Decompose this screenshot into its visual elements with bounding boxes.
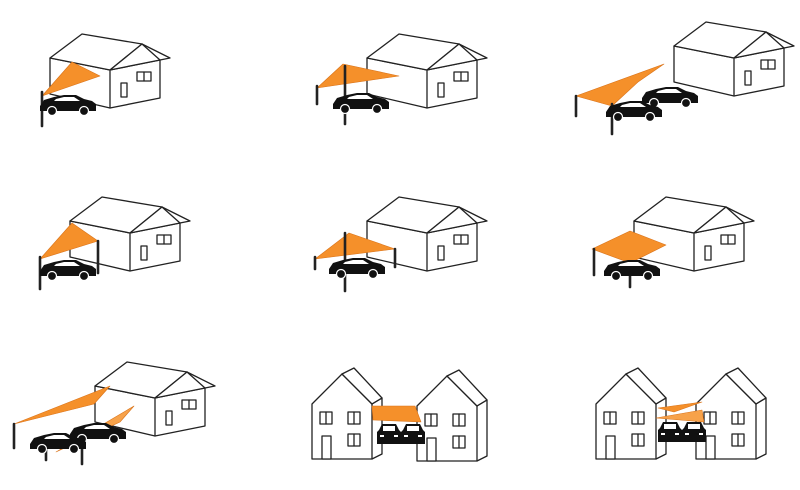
panel-2 xyxy=(267,0,533,163)
car xyxy=(377,424,401,444)
shade-sail xyxy=(316,63,400,89)
car xyxy=(658,422,682,442)
house xyxy=(633,196,755,272)
house-left xyxy=(311,367,383,460)
house-left xyxy=(595,367,667,460)
shade-sail xyxy=(371,405,422,423)
shade-sail xyxy=(41,61,101,97)
panel-3-illustration xyxy=(574,21,795,136)
panel-1-illustration xyxy=(39,33,171,128)
shade-sail-bottom xyxy=(655,409,705,423)
shade-sail xyxy=(39,222,99,260)
house xyxy=(366,196,488,272)
panel-5 xyxy=(267,163,533,326)
shade-sail xyxy=(591,230,667,264)
car xyxy=(641,86,699,109)
panel-3 xyxy=(534,0,800,163)
panel-9-illustration xyxy=(595,367,767,460)
house-right xyxy=(416,369,488,462)
panel-4-illustration xyxy=(38,196,191,291)
panel-6 xyxy=(534,163,800,326)
shade-sail-left xyxy=(13,385,111,425)
panel-7-illustration xyxy=(12,361,216,466)
panel-8 xyxy=(267,326,533,489)
panel-6-illustration xyxy=(591,196,755,289)
panel-9 xyxy=(534,326,800,489)
shade-sail xyxy=(314,232,396,260)
car xyxy=(328,257,386,280)
car xyxy=(39,259,97,282)
panel-8-illustration xyxy=(311,367,488,462)
panel-7 xyxy=(0,326,266,489)
panel-4 xyxy=(0,163,266,326)
car xyxy=(603,259,661,282)
car xyxy=(401,424,425,444)
house xyxy=(366,33,488,109)
shade-sail-top xyxy=(657,401,703,413)
panel-2-illustration xyxy=(315,33,488,126)
panel-5-illustration xyxy=(313,196,488,293)
panel-1 xyxy=(0,0,266,163)
house-right xyxy=(695,367,767,460)
shade-sail xyxy=(575,63,665,107)
house xyxy=(673,21,795,97)
car xyxy=(682,422,706,442)
